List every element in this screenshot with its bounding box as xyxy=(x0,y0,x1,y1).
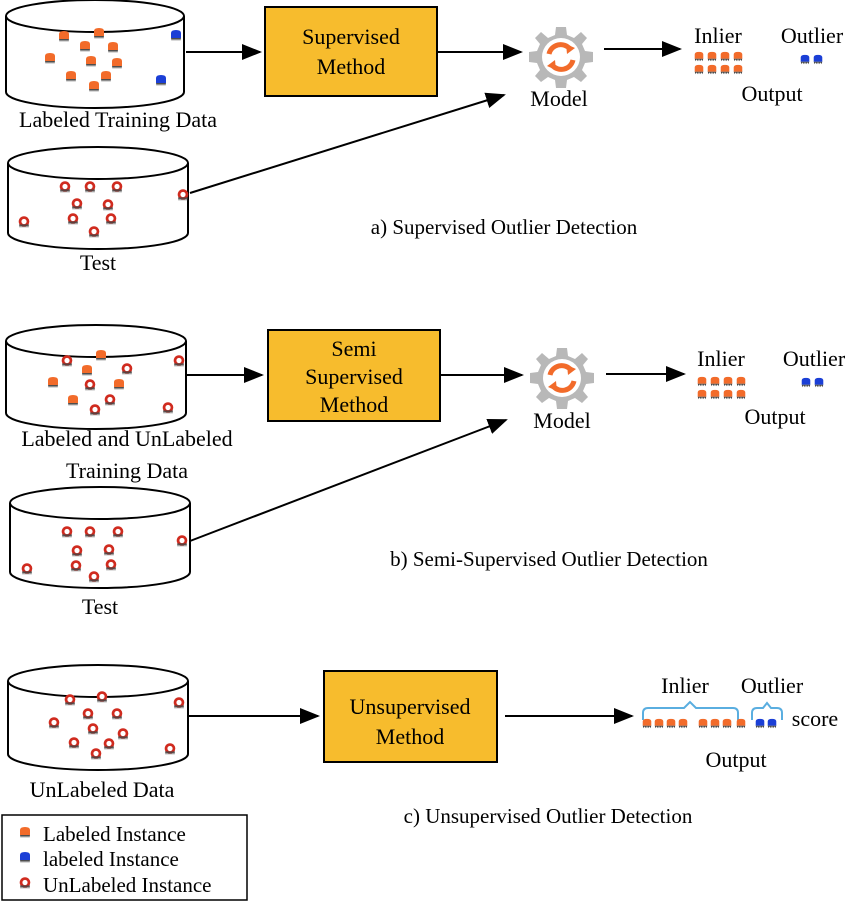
section-unsupervised: UnLabeled Data Unsupervised Method Inlie… xyxy=(7,664,838,828)
svg-text:Semi: Semi xyxy=(331,336,376,361)
svg-text:Method: Method xyxy=(376,724,444,749)
semi-supervised-method-box: Semi Supervised Method xyxy=(267,329,441,422)
caption-b: b) Semi-Supervised Outlier Detection xyxy=(390,547,708,571)
model-gear-icon xyxy=(530,348,594,409)
model-gear-icon xyxy=(529,27,593,88)
inlier-label: Inlier xyxy=(697,346,745,371)
unlabeled-instance-icon xyxy=(19,877,31,889)
svg-text:Method: Method xyxy=(320,392,388,417)
legend-label-unlabeled: UnLabeled Instance xyxy=(43,873,212,897)
svg-text:Supervised: Supervised xyxy=(302,24,400,49)
inlier-label: Inlier xyxy=(661,673,709,698)
outlier-bracket xyxy=(751,701,783,720)
outlier-instances xyxy=(801,377,824,388)
unlabeled-data-cylinder xyxy=(7,664,189,771)
test-cylinder xyxy=(7,146,189,250)
arrow-test-to-model xyxy=(189,92,506,194)
section-supervised: Labeled Training Data Test Supervised Me… xyxy=(5,0,844,275)
caption-a: a) Supervised Outlier Detection xyxy=(371,215,638,239)
test-label: Test xyxy=(80,250,116,275)
outlier-instances xyxy=(800,54,823,65)
model-label: Model xyxy=(530,86,587,111)
scored-instances xyxy=(642,718,777,729)
orange-instance-icon xyxy=(20,827,30,838)
svg-text:Supervised: Supervised xyxy=(305,364,403,389)
training-data-label-line1: Labeled and UnLabeled xyxy=(21,426,232,451)
legend: Labeled Instance labeled Instance UnLabe… xyxy=(1,814,248,901)
inlier-label: Inlier xyxy=(694,23,742,48)
training-data-label-line2: Training Data xyxy=(66,458,188,483)
unlabeled-data-label: UnLabeled Data xyxy=(30,777,175,802)
outlier-label: Outlier xyxy=(781,23,844,48)
output-label: Output xyxy=(705,747,766,772)
svg-text:Method: Method xyxy=(317,54,385,79)
outlier-label: Outlier xyxy=(783,346,846,371)
inlier-instances xyxy=(694,51,743,75)
arrow-test-to-model xyxy=(189,418,508,542)
mixed-training-cylinder xyxy=(5,324,187,430)
section-semi-supervised: Labeled and UnLabeled Training Data Test… xyxy=(5,324,846,619)
output-label: Output xyxy=(741,81,802,106)
inlier-instances xyxy=(697,376,746,400)
labeled-training-cylinder xyxy=(5,0,185,109)
inlier-bracket xyxy=(642,700,739,720)
caption-c: c) Unsupervised Outlier Detection xyxy=(404,804,693,828)
score-label: score xyxy=(792,706,838,731)
outlier-label: Outlier xyxy=(741,673,804,698)
output-label: Output xyxy=(744,404,805,429)
legend-label-labeled-blue: labeled Instance xyxy=(43,847,179,871)
supervised-method-box: Supervised Method xyxy=(264,6,438,97)
legend-label-labeled-orange: Labeled Instance xyxy=(43,822,186,846)
test-cylinder xyxy=(9,486,191,589)
svg-text:Unsupervised: Unsupervised xyxy=(350,694,471,719)
training-data-label: Labeled Training Data xyxy=(19,107,217,132)
unsupervised-method-box: Unsupervised Method xyxy=(323,670,498,763)
model-label: Model xyxy=(533,408,590,433)
blue-instance-icon xyxy=(20,852,30,863)
test-label: Test xyxy=(82,594,118,619)
